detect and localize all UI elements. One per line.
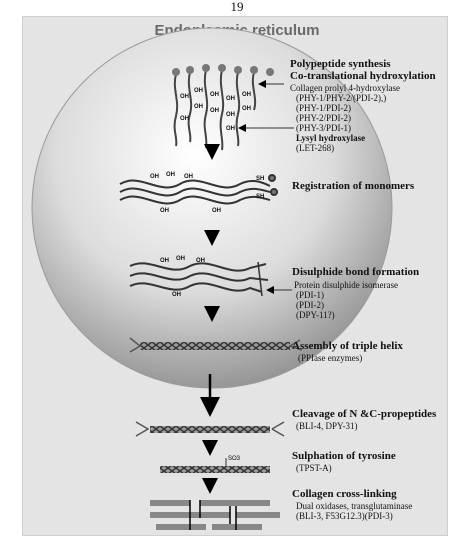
oh-label: OH bbox=[166, 172, 175, 178]
er-sphere bbox=[31, 27, 393, 389]
p4h-enzyme-1: (PHY-1/PHY-2/(PDI-2),) bbox=[296, 93, 387, 103]
c-propeptide bbox=[289, 339, 303, 351]
crosslinked-fibrils bbox=[150, 500, 280, 530]
sh-label: SH bbox=[256, 194, 264, 200]
oh-label: OH bbox=[160, 258, 169, 264]
pdi-enzyme-0: Protein disulphide isomerase bbox=[294, 280, 398, 290]
sulphation-title: Sulphation of tyrosine bbox=[292, 450, 396, 462]
p4h-enzyme-0: Collagen prolyl 4-hydroxylase bbox=[290, 83, 400, 93]
oh-label: OH bbox=[194, 88, 203, 94]
page-number: 19 bbox=[230, 0, 244, 14]
oh-label: OH bbox=[226, 126, 235, 132]
p4h-enzyme-3: (PHY-2/PDI-2) bbox=[296, 113, 351, 123]
sulphated-helix bbox=[160, 466, 270, 473]
cleavage-sub: (BLI-4, DPY-31) bbox=[296, 421, 358, 431]
crosslinking-sub-2: (BLI-3, F53G12.3)(PDI-3) bbox=[296, 511, 393, 521]
oh-label: OH bbox=[176, 256, 185, 262]
registered-monomers bbox=[119, 174, 278, 205]
oh-label: OH bbox=[180, 94, 189, 100]
lysyl-title: Lysyl hydroxylase bbox=[296, 133, 366, 143]
disulphide-title: Disulphide bond formation bbox=[292, 266, 420, 278]
oh-label: OH bbox=[150, 174, 159, 180]
oh-label: OH bbox=[184, 174, 193, 180]
registration-title: Registration of monomers bbox=[292, 180, 415, 192]
triple-helix-title: Assembly of triple helix bbox=[292, 340, 403, 352]
so3-label: SO3 bbox=[228, 456, 241, 462]
sh-label: SH bbox=[256, 176, 264, 182]
nascent-chains: OH OH OH OH OH OH OH OH OH OH OH bbox=[172, 64, 294, 151]
synthesis-title-2: Co-translational hydroxylation bbox=[290, 70, 436, 82]
p4h-enzyme-2: (PHY-1/PDI-2) bbox=[296, 103, 351, 113]
triple-helix bbox=[140, 342, 290, 350]
oh-label: OH bbox=[194, 104, 203, 110]
pdi-enzyme-1: (PDI-1) bbox=[296, 290, 324, 300]
oh-label: OH bbox=[180, 116, 189, 122]
pdi-enzyme-3: (DPY-11?) bbox=[296, 310, 335, 320]
cleaved-helix bbox=[150, 426, 270, 433]
oh-label: OH bbox=[210, 108, 219, 114]
cleavage-title: Cleavage of N &C-propeptides bbox=[292, 408, 437, 420]
synthesis-title-1: Polypeptide synthesis bbox=[290, 58, 391, 70]
oh-label: OH bbox=[210, 92, 219, 98]
oh-label: OH bbox=[212, 208, 221, 214]
oh-label: OH bbox=[160, 208, 169, 214]
crosslinking-sub-1: Dual oxidases, transglutaminase bbox=[296, 501, 413, 511]
lysyl-sub: (LET-268) bbox=[296, 143, 335, 153]
oh-label: OH bbox=[242, 92, 251, 98]
crosslinking-title: Collagen cross-linking bbox=[292, 488, 397, 500]
oh-label: OH bbox=[196, 258, 205, 264]
triple-helix-sub: (PPIase enzymes) bbox=[298, 353, 363, 363]
oh-label: OH bbox=[242, 106, 251, 112]
oh-label: OH bbox=[172, 292, 181, 298]
n-propeptide bbox=[129, 337, 142, 353]
p4h-enzyme-4: (PHY-3/PDI-1) bbox=[296, 123, 351, 133]
sulphation-sub: (TPST-A) bbox=[296, 463, 332, 473]
disulphide-monomers bbox=[129, 261, 269, 297]
oh-label: OH bbox=[226, 112, 235, 118]
pdi-enzyme-2: (PDI-2) bbox=[296, 300, 324, 310]
oh-label: OH bbox=[226, 96, 235, 102]
